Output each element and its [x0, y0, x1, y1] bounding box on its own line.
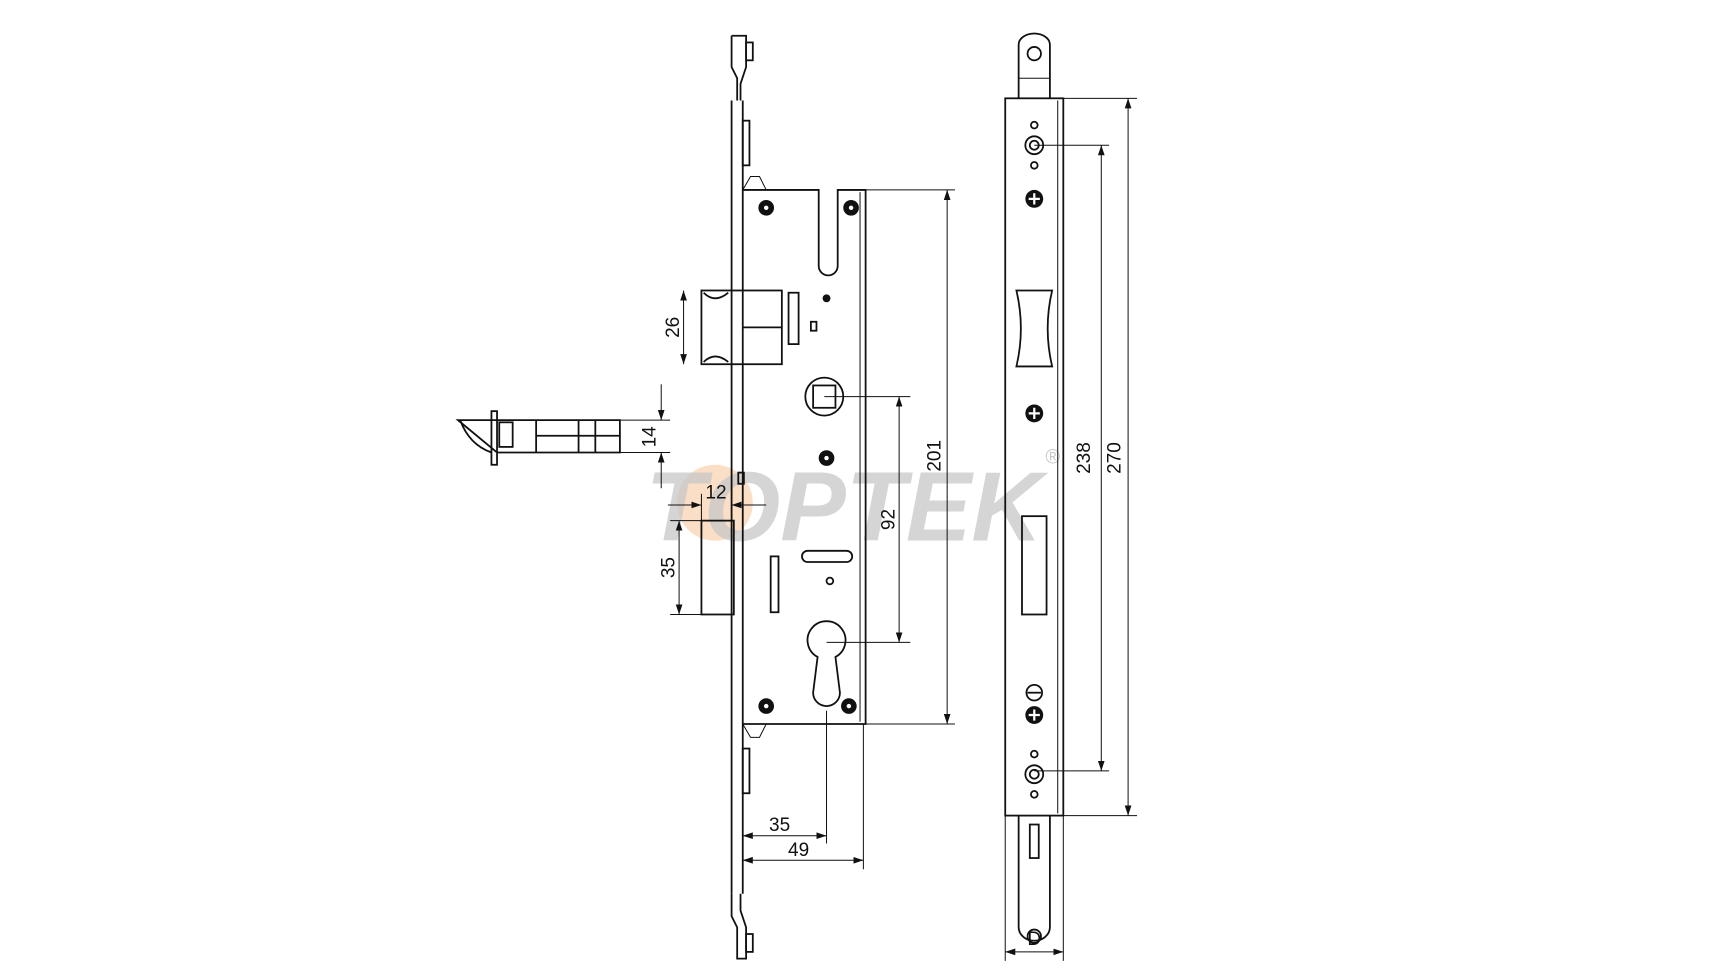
screw-icon — [758, 698, 775, 714]
deadbolt-slot — [1021, 515, 1048, 616]
lock-body-view — [455, 34, 867, 960]
screw-icon — [1025, 706, 1044, 724]
screw-icon — [818, 450, 835, 466]
dim-deadbolt-height: 35 — [659, 557, 680, 578]
registered-mark: ® — [1045, 447, 1060, 469]
dim-case-height: 201 — [924, 440, 945, 472]
watermark-logo: TOPTEK ® — [646, 447, 1061, 562]
screw-icon — [1025, 189, 1044, 208]
faceplate-front-view — [1004, 32, 1065, 944]
screw-icon — [1025, 683, 1043, 702]
screw-icon — [843, 199, 859, 216]
auxiliary-latch — [455, 410, 621, 466]
dim-backset: 35 — [769, 815, 790, 836]
dim-faceplate-width: D — [1027, 929, 1041, 950]
latch-slot — [1015, 289, 1054, 368]
screw-icon — [758, 199, 775, 216]
screw-icon — [841, 698, 857, 714]
dimensions-left: 26 14 12 35 92 201 35 49 — [619, 189, 955, 870]
cylinder-cutout — [806, 620, 847, 707]
dimensions-right: 238 270 D — [1004, 97, 1138, 961]
screw-icon — [1025, 404, 1044, 423]
dim-follower-to-cylinder: 92 — [879, 509, 900, 530]
deadbolt — [700, 519, 735, 616]
dim-rod-hole-spacing: 238 — [1074, 442, 1095, 474]
dim-latch-height: 26 — [663, 317, 684, 338]
watermark-text: TOPTEK — [646, 452, 1049, 562]
dim-faceplate-length: 270 — [1104, 442, 1125, 474]
dim-bolt-offset: 12 — [705, 482, 726, 503]
dim-case-depth: 49 — [788, 840, 809, 861]
dim-aux-latch-height: 14 — [640, 426, 661, 447]
